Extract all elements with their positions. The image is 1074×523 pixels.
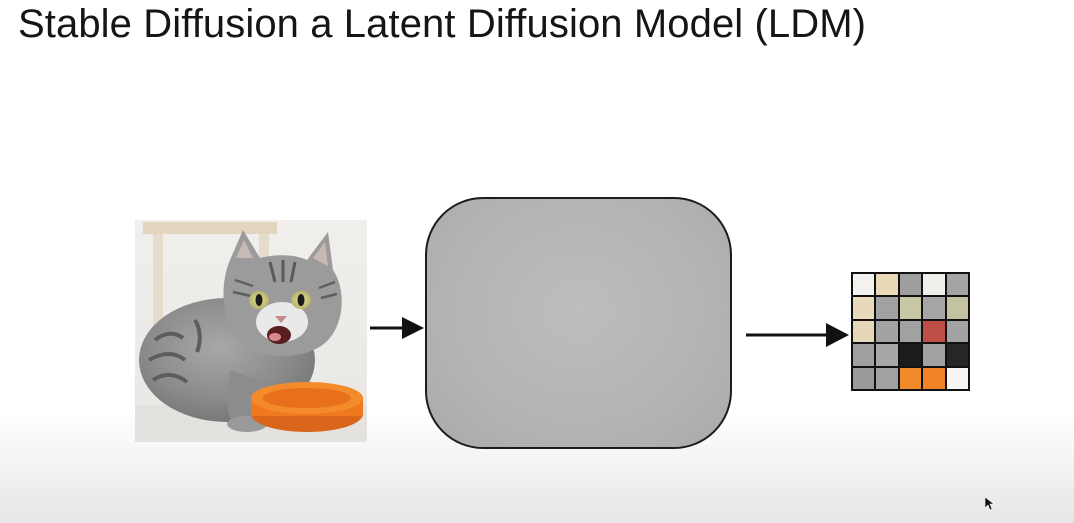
- latent-cell: [876, 320, 898, 343]
- latent-cell: [923, 274, 945, 296]
- output-arrow: [746, 320, 850, 355]
- input-arrow: [370, 314, 425, 347]
- latent-cell: [876, 367, 898, 389]
- latent-cell: [946, 320, 968, 343]
- latent-cell: [899, 367, 922, 389]
- cat-input-image: [135, 220, 367, 442]
- latent-cell: [853, 344, 875, 366]
- mouse-pointer-icon: [984, 496, 995, 516]
- latent-cell: [853, 274, 875, 296]
- latent-cell: [899, 344, 922, 366]
- latent-cell: [899, 297, 922, 319]
- latent-cell: [923, 297, 945, 319]
- latent-cell: [899, 320, 922, 343]
- latent-cell: [923, 320, 945, 343]
- latent-cell: [853, 367, 875, 389]
- latent-cell: [923, 367, 945, 389]
- latent-cell: [876, 344, 898, 366]
- diffusion-model-box: [425, 197, 732, 449]
- latent-cell: [876, 297, 898, 319]
- slide-title: Stable Diffusion a Latent Diffusion Mode…: [18, 2, 867, 46]
- latent-cell: [946, 367, 968, 389]
- latent-representation-grid: [851, 272, 970, 391]
- latent-cell: [946, 344, 968, 366]
- latent-cell: [899, 274, 922, 296]
- latent-cell: [853, 320, 875, 343]
- latent-cell: [946, 274, 968, 296]
- latent-cell: [946, 297, 968, 319]
- latent-cell: [853, 297, 875, 319]
- cat-photo-icon: [135, 220, 367, 442]
- latent-cell: [876, 274, 898, 296]
- latent-cell: [923, 344, 945, 366]
